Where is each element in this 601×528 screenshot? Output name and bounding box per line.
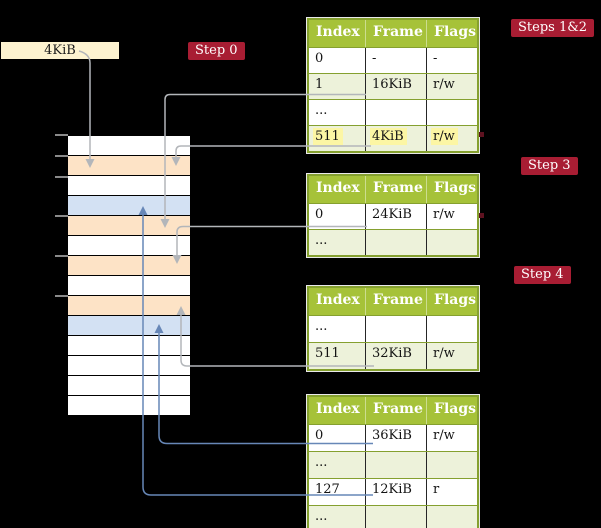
cell-frame [366, 316, 427, 342]
cell-index: ... [309, 100, 366, 125]
table-header-row: Index Frame Flags [309, 176, 477, 203]
cell-index: ... [309, 452, 366, 478]
cell-frame [366, 100, 427, 125]
table-header-row: Index Frame Flags [309, 20, 477, 47]
cell-flags: r [433, 482, 440, 497]
cell-frame: - [366, 48, 427, 73]
memory-row-white [68, 136, 190, 156]
cell-index: 0 [309, 425, 366, 451]
memory-row-white [68, 396, 190, 416]
cell-flags [427, 316, 477, 342]
red-marker [479, 132, 484, 137]
memory-row-white [68, 376, 190, 396]
memory-row-orange [68, 256, 190, 276]
cell-frame [366, 452, 427, 478]
cell-flags: r/w [433, 346, 455, 361]
cell-index: 511 [309, 126, 366, 151]
memory-row-orange [68, 156, 190, 176]
table-row: 0 36KiB r/w [309, 424, 477, 451]
cell-frame: 16KiB [366, 74, 427, 99]
cell-flags [427, 452, 477, 478]
memory-row-white [68, 176, 190, 196]
page-table-level4: Index Frame Flags 0 - - 1 16KiB r/w ... … [307, 18, 479, 153]
memory-row-white [68, 276, 190, 296]
cell-index: 0 [309, 48, 366, 73]
memory-row-blue [68, 196, 190, 216]
memory-row-white [68, 356, 190, 376]
cell-flags [427, 506, 477, 528]
red-marker [479, 213, 484, 218]
root-frame-box: 4KiB [1, 42, 119, 59]
table-row: 0 - - [309, 47, 477, 73]
cell-flags: r/w [433, 428, 455, 443]
steps-1-2-badge: Steps 1&2 [511, 19, 595, 37]
table-row: ... [309, 315, 477, 342]
header-index: Index [309, 397, 366, 424]
memory-tick [55, 176, 68, 178]
table-header-row: Index Frame Flags [309, 397, 477, 424]
memory-tick [55, 155, 68, 157]
table-row: 127 12KiB r [309, 478, 477, 505]
table-row: ... [309, 229, 477, 255]
table-row: ... [309, 451, 477, 478]
cell-index: 1 [309, 74, 366, 99]
memory-tick [55, 215, 68, 217]
cell-frame: 24KiB [366, 204, 427, 229]
cell-frame: 36KiB [366, 425, 427, 451]
memory-row-white [68, 236, 190, 256]
memory-row-blue [68, 316, 190, 336]
header-frame: Frame [366, 397, 427, 424]
header-frame: Frame [366, 176, 427, 203]
cell-flags: - [433, 51, 438, 66]
cell-index: ... [309, 230, 366, 255]
cell-flags [427, 230, 477, 255]
memory-row-orange [68, 296, 190, 316]
cell-index: ... [309, 316, 366, 342]
cell-flags: r/w [427, 126, 477, 151]
highlight: 511 [313, 128, 343, 145]
header-flags: Flags [434, 292, 476, 308]
step-0-badge: Step 0 [188, 42, 245, 60]
step-4-badge: Step 4 [514, 266, 571, 284]
highlight: r/w [431, 128, 458, 145]
table-row: ... [309, 505, 477, 528]
memory-row-orange [68, 216, 190, 236]
cell-frame: 12KiB [366, 479, 427, 505]
cell-index: 0 [309, 204, 366, 229]
step-3-badge: Step 3 [521, 157, 578, 175]
cell-frame: 4KiB [366, 126, 427, 151]
table-row: ... [309, 99, 477, 125]
cell-index: 127 [309, 479, 366, 505]
cell-frame [366, 230, 427, 255]
header-flags: Flags [434, 180, 476, 196]
table-row: 511 32KiB r/w [309, 342, 477, 369]
table-row-highlighted: 511 4KiB r/w [309, 125, 477, 151]
table-row: 0 24KiB r/w [309, 203, 477, 229]
cell-frame [366, 506, 427, 528]
memory-tick [55, 255, 68, 257]
memory-column [68, 135, 190, 417]
header-index: Index [309, 176, 366, 203]
header-flags: Flags [434, 24, 476, 40]
cell-flags [427, 100, 477, 125]
cell-flags: r/w [433, 77, 455, 92]
cell-index: ... [309, 506, 366, 528]
page-table-level1: Index Frame Flags 0 36KiB r/w ... 127 12… [307, 395, 479, 528]
page-table-level2: Index Frame Flags ... 511 32KiB r/w [307, 286, 479, 371]
table-header-row: Index Frame Flags [309, 288, 477, 315]
header-frame: Frame [366, 288, 427, 315]
header-index: Index [309, 288, 366, 315]
cell-index: 511 [309, 343, 366, 369]
cell-flags: r/w [433, 207, 455, 222]
page-table-level3: Index Frame Flags 0 24KiB r/w ... [307, 174, 479, 257]
header-flags: Flags [434, 401, 476, 417]
highlight: 4KiB [370, 128, 407, 145]
table-row: 1 16KiB r/w [309, 73, 477, 99]
memory-row-white [68, 336, 190, 356]
header-index: Index [309, 20, 366, 47]
cell-frame: 32KiB [366, 343, 427, 369]
memory-tick [55, 134, 68, 136]
memory-tick [55, 295, 68, 297]
header-frame: Frame [366, 20, 427, 47]
